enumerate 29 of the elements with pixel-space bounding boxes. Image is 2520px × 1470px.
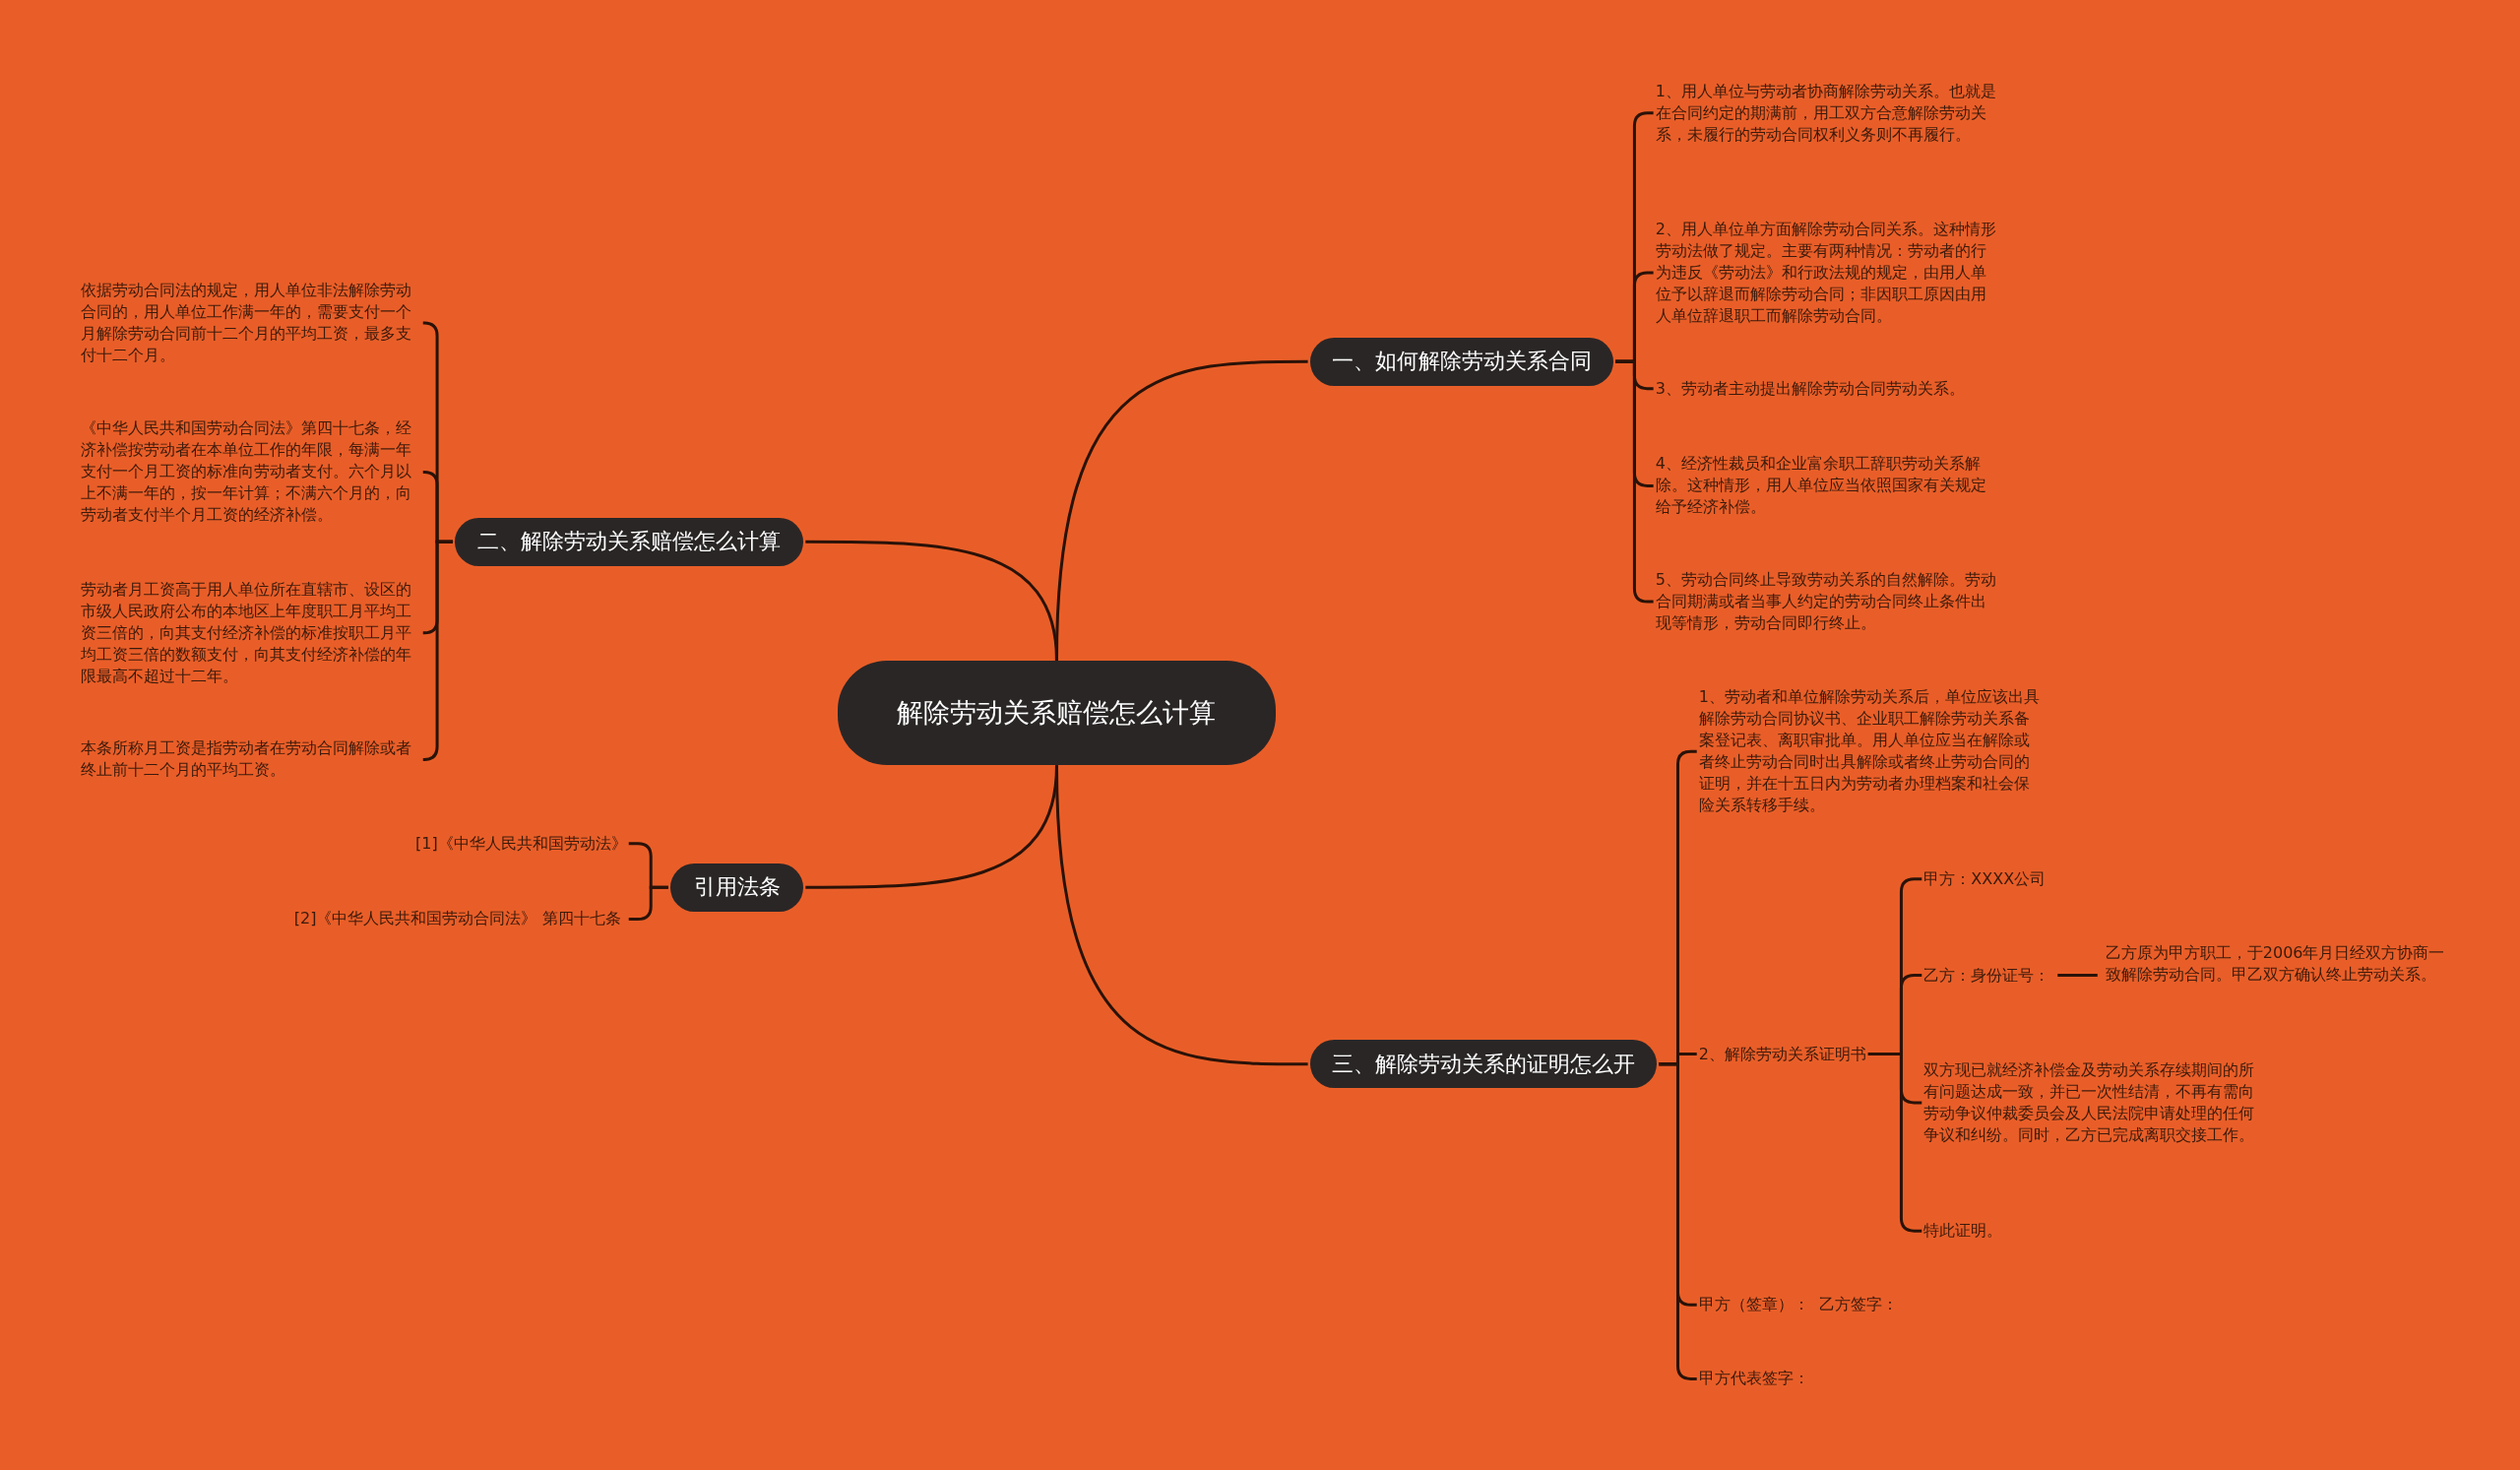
topic-text: 甲方（签章）： 乙方签字： [1698,1294,1898,1316]
topic-text: 双方现已就经济补偿金及劳动关系存续期间的所有问题达成一致，并已一次性结清，不再有需向劳动争议仲裁委员会及人民法院申请处理的任何争议和纠纷。同时，乙方已完成离职交接工作。 [1923,1058,2270,1146]
topic-text: [1]《中华人民共和国劳动法》 [321,832,627,855]
topic-text: 乙方原为甲方职工，于2006年月日经双方协商一致解除劳动合同。甲乙双方确认终止劳动关系。 [2105,941,2451,986]
topic-text: 甲方代表签字： [1698,1368,1809,1390]
branch-topic-box: 引用法条 [669,863,804,912]
topic-text: 5、劳动合同终止导致劳动关系的自然解除。劳动合同期满或者当事人约定的劳动合同终止条件出现等情形，劳动合同即行终止。 [1655,568,2001,634]
topic-text: 特此证明。 [1923,1220,2003,1243]
topic-text: 2、用人单位单方面解除劳动合同关系。这种情形劳动法做了规定。主要有两种情况：劳动者的行为违反《劳动法》和行政法规的规定，由用人单位予以辞退而解除劳动合同；非因职工原因由用人单位辞退职工而解除劳动合同。 [1655,219,2001,328]
topic-text: 3、劳动者主动提出解除劳动合同劳动关系。 [1655,377,2001,400]
connector-line [805,540,1058,662]
topic-text: 《中华人民共和国劳动合同法》第四十七条，经济补偿按劳动者在本单位工作的年限，每满一年支付一个月工资的标准向劳动者支付。六个月以上不满一年的，按一年计算；不满六个月的，向劳动者支付半个月工资的经济补偿。 [80,417,421,527]
branch-topic-box: 三、解除劳动关系的证明怎么开 [1309,1040,1658,1089]
connector-line [628,885,668,921]
branch-topic-box: 二、解除劳动关系赔偿怎么计算 [455,517,804,566]
topic-text: 4、经济性裁员和企业富余职工辞职劳动关系解除。这种情形，用人单位应当依照国家有关规定给予经济补偿。 [1655,453,2001,519]
topic-text: 劳动者月工资高于用人单位所在直辖市、设区的市级人民政府公布的本地区上年度职工月平均工资三倍的，向其支付经济补偿的标准按职工月平均工资三倍的数额支付，向其支付经济补偿的年限最高不超过十二年。 [80,578,421,687]
branch-topic-box: 一、如何解除劳动关系合同 [1309,337,1614,386]
topic-text: 1、用人单位与劳动者协商解除劳动关系。也就是在合同约定的期满前，用工双方合意解除劳动关系，未履行的劳动合同权利义务则不再履行。 [1655,80,2001,146]
topic-text: 1、劳动者和单位解除劳动关系后，单位应该出具解除劳动合同协议书、企业职工解除劳动关系备案登记表、离职审批单。用人单位应当在解除或者终止劳动合同时出具解除或者终止劳动合同的证明，并在十五日内为劳动者办理档案和社会保险关系转移手续。 [1698,686,2045,817]
topic-text: [2]《中华人民共和国劳动合同法》 第四十七条 [293,908,627,930]
topic-text: 本条所称月工资是指劳动者在劳动合同解除或者终止前十二个月的平均工资。 [80,737,421,782]
central-topic-box: 解除劳动关系赔偿怎么计算 [837,661,1277,766]
connector-line [2057,974,2098,978]
topic-text: 甲方：XXXX公司 [1923,867,2047,890]
topic-text: 2、解除劳动关系证明书 [1698,1043,1866,1065]
topic-text: 依据劳动合同法的规定，用人单位非法解除劳动合同的，用人单位工作满一年的，需要支付一个月解除劳动合同前十二个月的平均工资，最多支付十二个月。 [80,280,421,367]
topic-text: 乙方：身份证号： [1923,964,2050,987]
connector-line [1054,765,1308,1066]
